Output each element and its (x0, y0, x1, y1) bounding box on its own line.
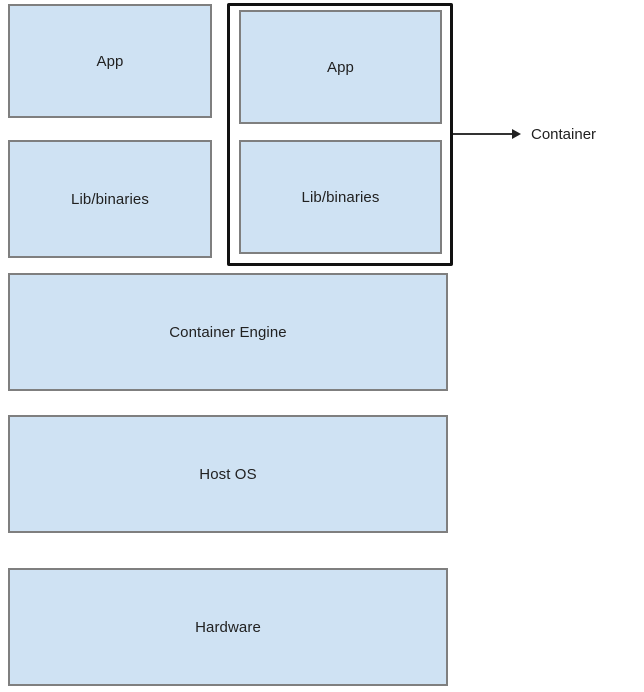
container-callout-arrow-head-icon (512, 129, 521, 139)
host-os-box: Host OS (8, 415, 448, 533)
hardware-label: Hardware (195, 618, 261, 636)
container-callout-label: Container (531, 126, 597, 143)
container-app-box: App (239, 10, 442, 124)
host-app-label: App (96, 52, 124, 70)
host-app-box: App (8, 4, 212, 118)
container-engine-label: Container Engine (169, 323, 287, 341)
container-lib-binaries-label: Lib/binaries (301, 188, 380, 206)
container-frame: App Lib/binaries (227, 3, 453, 266)
container-app-label: App (327, 58, 354, 76)
host-os-label: Host OS (199, 465, 257, 483)
host-lib-binaries-label: Lib/binaries (71, 190, 149, 208)
hardware-box: Hardware (8, 568, 448, 686)
container-engine-box: Container Engine (8, 273, 448, 391)
container-lib-binaries-box: Lib/binaries (239, 140, 442, 254)
host-lib-binaries-box: Lib/binaries (8, 140, 212, 258)
container-callout-arrow-line (453, 133, 515, 135)
